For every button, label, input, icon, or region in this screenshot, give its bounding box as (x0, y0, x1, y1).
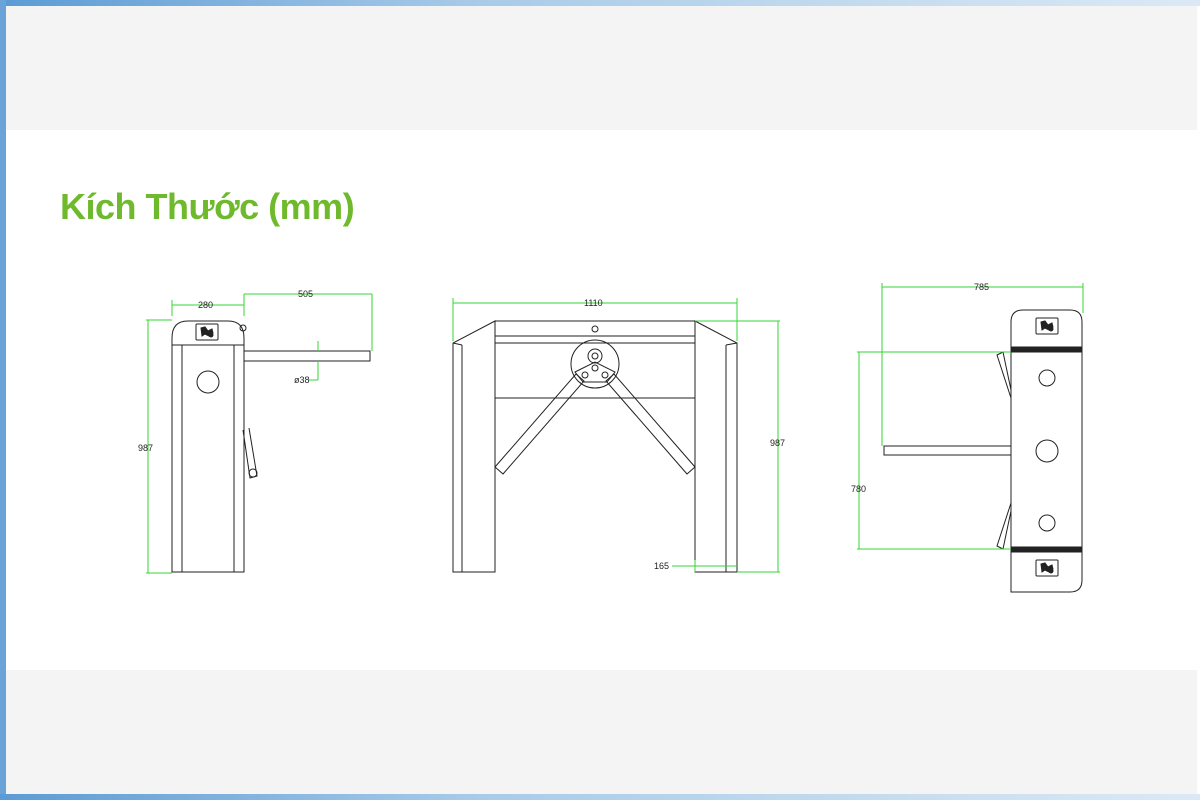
page-title: Kích Thước (mm) (60, 186, 355, 227)
side-arm-diameter-label: ø38 (294, 375, 310, 385)
side-width-label: 280 (198, 300, 213, 310)
bottom-card-reader-icon (1035, 559, 1059, 577)
side-view (171, 320, 371, 573)
frame-bottom-border (0, 794, 1200, 800)
front-view (452, 320, 738, 573)
front-top-beam (495, 320, 695, 399)
header-band (6, 6, 1197, 130)
front-leg-width-label: 165 (654, 561, 669, 571)
frame-left-border (0, 0, 6, 800)
card-reader-icon (195, 323, 219, 341)
front-height-label: 987 (770, 438, 785, 448)
front-left-post (452, 320, 496, 573)
side-body (171, 320, 247, 573)
footer-band (6, 670, 1197, 794)
side-arm (242, 350, 371, 479)
side-arm-length-label: 505 (298, 289, 313, 299)
top-card-reader-icon (1035, 317, 1059, 335)
side-dimensions (146, 293, 373, 574)
front-arms (494, 373, 696, 475)
top-body (1010, 309, 1083, 593)
top-dimensions (857, 283, 1084, 550)
front-width-label: 1110 (584, 298, 603, 308)
top-view (883, 309, 1083, 593)
side-height-label: 987 (138, 443, 153, 453)
top-arms (883, 351, 1012, 550)
top-width-label: 780 (851, 484, 866, 494)
top-length-label: 785 (974, 282, 989, 292)
front-hub (570, 339, 620, 389)
front-right-post (694, 320, 738, 573)
front-dimensions (452, 298, 780, 573)
frame-top-border (0, 0, 1200, 6)
